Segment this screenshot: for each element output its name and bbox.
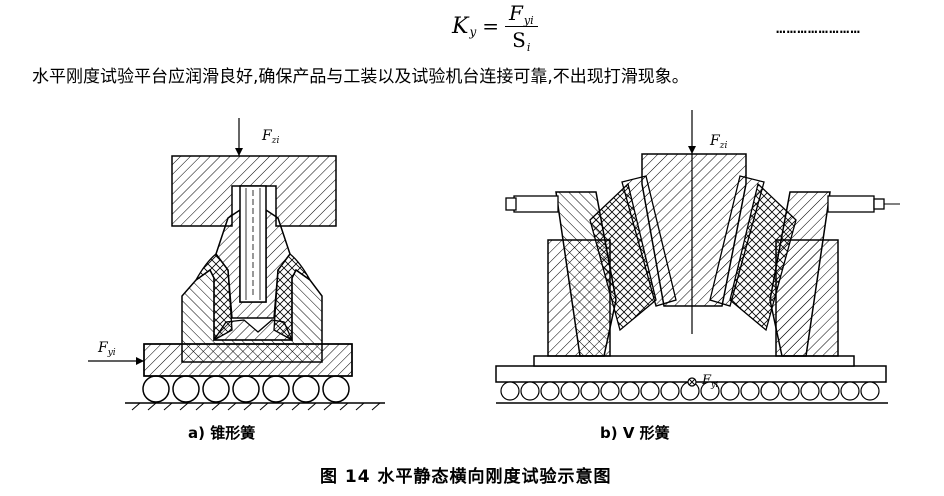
center-wedge-b [641, 153, 747, 307]
formula-equals: = [482, 14, 499, 38]
formula-fraction: Fyi Si [504, 1, 538, 54]
ground-hatch-a [131, 402, 381, 411]
right-bolt-b [827, 195, 875, 213]
figure-caption: 图 14 水平静态横向刚度试验示意图 [320, 467, 612, 487]
force-label-y-b: Fyi [701, 373, 719, 389]
figure-a-cone-spring [88, 118, 385, 411]
body-paragraph: 水平刚度试验平台应润滑良好,确保产品与工装以及试验机台连接可靠,不出现打滑现象。 [32, 67, 689, 87]
formula-lhs: K [452, 13, 469, 39]
left-bolt-b [513, 195, 559, 213]
figure-b-v-spring [495, 110, 900, 404]
formula-numerator: Fyi [504, 1, 538, 27]
force-label-z-a: Fzi [261, 128, 279, 146]
top-plate-a [171, 155, 337, 227]
platform-b [533, 355, 855, 367]
rubber-right-a [273, 253, 311, 342]
formula-denominator: Si [512, 27, 531, 54]
rollers-b [500, 381, 880, 401]
stiffness-formula: K y = Fyi Si [452, 1, 538, 54]
force-label-z-b: Fzi [709, 133, 727, 151]
figure-a-label: a) 锥形簧 [188, 424, 256, 442]
formula-lhs-sub: y [469, 25, 477, 39]
force-label-y-a: Fyi [97, 340, 116, 358]
figure-b-label: b) V 形簧 [600, 424, 670, 442]
formula-number-leader: …………………… [776, 18, 862, 37]
rollers-a [142, 375, 350, 403]
rubber-left-a [195, 253, 233, 342]
inner-bottom-a [212, 319, 294, 341]
